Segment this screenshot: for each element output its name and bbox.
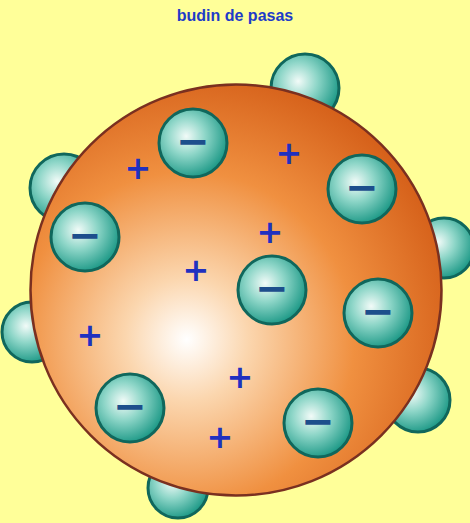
sphere-body <box>31 85 442 496</box>
electron-body <box>344 279 412 347</box>
negative-charge: − <box>255 268 289 308</box>
electron-body <box>238 256 306 324</box>
diagram-title: budin de pasas <box>0 7 470 25</box>
negative-charge: − <box>176 121 210 161</box>
electron: − <box>49 201 121 273</box>
electron-body <box>159 109 227 177</box>
negative-charge: − <box>301 401 335 441</box>
positive-charge: + <box>125 152 152 184</box>
positive-charge: + <box>276 137 303 169</box>
positive-charge: + <box>257 216 284 248</box>
atom-sphere: +++++++−−−−−−− <box>29 83 443 497</box>
electron: − <box>236 254 308 326</box>
electron-body <box>284 389 352 457</box>
negative-charge: − <box>68 215 102 255</box>
electron-body <box>96 374 164 442</box>
electron-body <box>51 203 119 271</box>
electron: − <box>94 372 166 444</box>
negative-charge: − <box>113 386 147 426</box>
electron-body <box>328 155 396 223</box>
positive-charge: + <box>227 361 254 393</box>
positive-charge: + <box>77 319 104 351</box>
positive-charge: + <box>183 254 210 286</box>
positive-charge: + <box>207 421 234 453</box>
electron: − <box>157 107 229 179</box>
negative-charge: − <box>361 291 395 331</box>
hidden-electrons <box>2 54 470 518</box>
electron: − <box>282 387 354 459</box>
electron: − <box>342 277 414 349</box>
electron: − <box>326 153 398 225</box>
negative-charge: − <box>345 167 379 207</box>
